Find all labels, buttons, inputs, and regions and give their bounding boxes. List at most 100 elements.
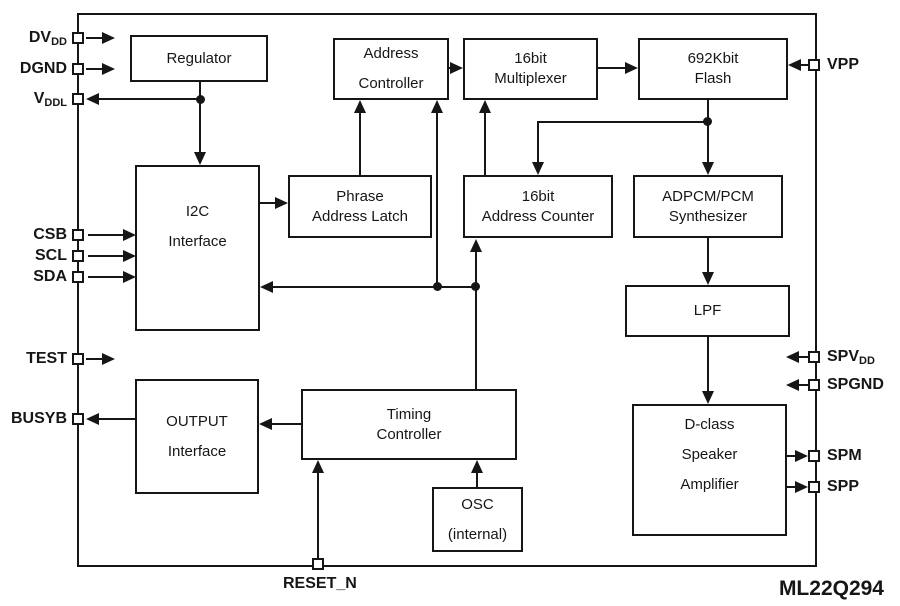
pin-label-busyb: BUSYB (11, 409, 67, 429)
arrowhead-scl-in (123, 250, 136, 262)
block-label: 692Kbit (687, 50, 739, 67)
line-bus-to-address-controller (436, 110, 438, 287)
arrowhead-into-flash-right (788, 59, 801, 71)
block-label: Address Counter (481, 207, 595, 225)
block-output-interface: OUTPUT Interface (135, 379, 259, 494)
pin-label-text: BUSYB (10, 410, 67, 427)
pin-label-text: SPV (827, 348, 860, 365)
block-osc-internal: OSC (internal) (432, 487, 523, 552)
pin-label-text: SPGND (827, 376, 884, 393)
line-output-to-busyb (97, 418, 135, 420)
block-regulator: Regulator (130, 35, 268, 82)
pin-label-test: TEST (26, 349, 67, 369)
line-osc-to-timing (476, 470, 478, 487)
arrowhead-into-i2c-top (194, 152, 206, 165)
line-i2c-to-phrase-latch (260, 202, 278, 204)
pin-label-spp: SPP (827, 477, 859, 497)
pin-busyb (72, 413, 84, 425)
chip-outline (77, 13, 817, 567)
block-label: Controller (376, 425, 442, 443)
block-label: D-class (684, 416, 735, 433)
pin-label-text: VPP (827, 56, 860, 73)
block-label: 16bit (521, 187, 555, 205)
pin-vpp (808, 59, 820, 71)
pin-dgnd (72, 63, 84, 75)
block-label: Phrase (336, 187, 384, 205)
block-label: Flash (694, 70, 732, 87)
pin-label-sub: DD (859, 355, 875, 367)
block-label: 16bit (514, 50, 547, 67)
block-label: Address Latch (312, 207, 408, 225)
arrowhead-into-synthesizer-top (702, 162, 714, 175)
block-timing-controller: Timing Controller (301, 389, 517, 460)
line-dvdd-stub (86, 37, 104, 39)
arrowhead-test-in (102, 353, 115, 365)
line-timing-to-output (270, 423, 301, 425)
pin-label-reset-n: RESET_N (283, 574, 357, 594)
pin-label-text: RESET_N (283, 575, 357, 592)
pin-label-csb: CSB (33, 225, 67, 245)
pin-label-spm: SPM (827, 446, 862, 466)
block-label: Multiplexer (494, 70, 567, 87)
line-bus-to-i2c (271, 286, 477, 288)
block-692kbit-flash: 692Kbit Flash (638, 38, 788, 100)
pin-vddl (72, 93, 84, 105)
arrowhead-spp-out (795, 481, 808, 493)
pin-spgnd (808, 379, 820, 391)
pin-label-sda: SDA (33, 267, 67, 287)
pin-scl (72, 250, 84, 262)
block-d-class-speaker-amplifier: D-class Speaker Amplifier (632, 404, 787, 536)
block-adpcm-pcm-synthesizer: ADPCM/PCM Synthesizer (633, 175, 783, 238)
arrowhead-into-output-right (259, 418, 272, 430)
arrowhead-dgnd-in (102, 63, 115, 75)
arrowhead-into-timing-bottom-right (471, 460, 483, 473)
line-sda-to-i2c (88, 276, 126, 278)
block-lpf: LPF (625, 285, 790, 337)
block-16bit-multiplexer: 16bit Multiplexer (463, 38, 598, 100)
line-synthesizer-to-lpf (707, 238, 709, 274)
pin-label-text: TEST (26, 350, 67, 367)
pin-label-text: CSB (33, 226, 67, 243)
pin-label-text: SPM (827, 447, 862, 464)
block-label: Interface (167, 442, 227, 460)
pin-reset-n (312, 558, 324, 570)
arrowhead-into-flash-left (625, 62, 638, 74)
pin-label-dgnd: DGND (20, 59, 67, 79)
arrowhead-into-amplifier-top (702, 391, 714, 404)
pin-label-text: DGND (19, 60, 67, 77)
block-label: Controller (358, 75, 424, 92)
block-label: Synthesizer (668, 207, 748, 225)
arrowhead-into-multiplexer-bottom (479, 100, 491, 113)
pin-label-text: SCL (35, 247, 67, 264)
pin-sda (72, 271, 84, 283)
line-vpp-to-flash (799, 64, 808, 66)
arrowhead-into-timing-bottom-left (312, 460, 324, 473)
junction-dot-regulator-vddl (196, 95, 205, 104)
arrowhead-busyb-out (86, 413, 99, 425)
line-branch-to-address-counter (538, 121, 708, 123)
line-multiplexer-to-flash (598, 67, 628, 69)
line-csb-to-i2c (88, 234, 126, 236)
block-label: OSC (461, 495, 494, 513)
arrowhead-csb-in (123, 229, 136, 241)
line-reset-to-timing (317, 470, 319, 558)
line-phrase-latch-to-address-controller (359, 110, 361, 175)
line-amplifier-to-spm (787, 455, 797, 457)
line-scl-to-i2c (88, 255, 126, 257)
pin-label-sub: DDL (44, 97, 67, 109)
line-amplifier-to-spp (787, 486, 797, 488)
pin-label-sub: DD (51, 36, 67, 48)
pin-spm (808, 450, 820, 462)
arrowhead-into-phrase-latch (275, 197, 288, 209)
line-regulator-to-vddl (97, 98, 201, 100)
block-label: Timing (386, 405, 432, 423)
block-label: Regulator (166, 49, 232, 67)
arrowhead-into-i2c-right (260, 281, 273, 293)
arrowhead-into-address-counter-bottom (470, 239, 482, 252)
pin-dvdd (72, 32, 84, 44)
arrowhead-into-address-controller-left (354, 100, 366, 113)
line-dgnd-stub (86, 68, 104, 70)
block-label: Amplifier (680, 476, 739, 493)
line-branch-down-address-counter (537, 121, 539, 163)
